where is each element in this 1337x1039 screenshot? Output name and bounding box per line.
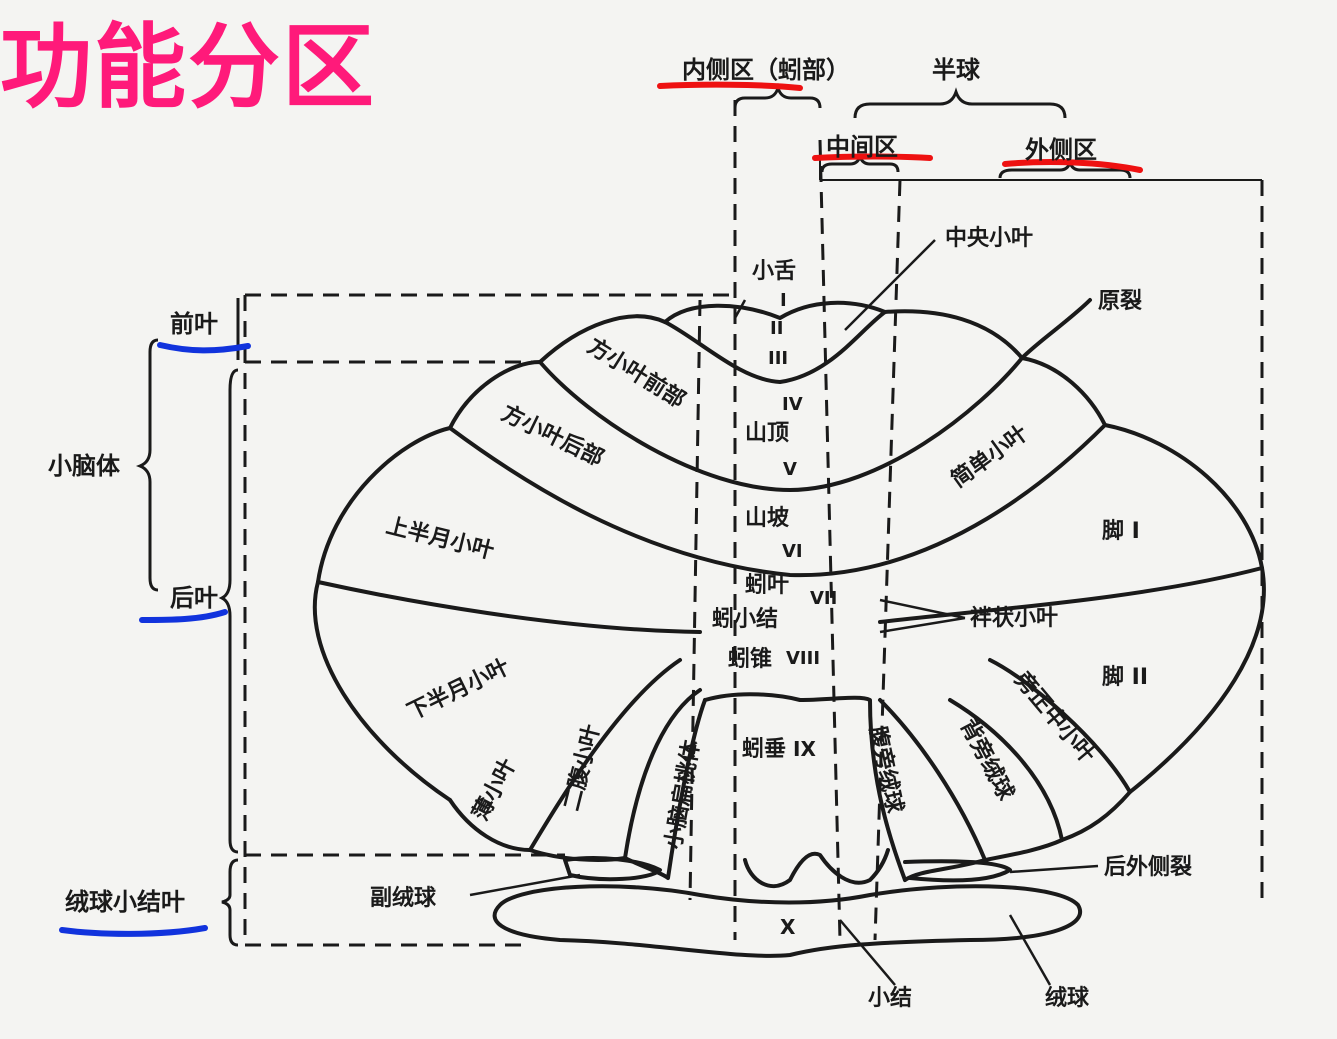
central-lobule-label: 中央小叶	[945, 225, 1033, 251]
vermis-right-divider	[818, 139, 842, 941]
lobule-III-label: III	[768, 348, 788, 369]
cerebellum-body-brace	[135, 338, 159, 592]
lateral-zone-label: 外侧区	[1025, 136, 1097, 164]
leader-lines	[469, 239, 1099, 986]
nodulus-label: 小结	[868, 985, 912, 1011]
uvula-outline	[703, 692, 907, 882]
posterolateral-leader	[1009, 864, 1099, 874]
posterolateral-fissure-label: 后外侧裂	[1104, 854, 1192, 880]
anterior-quadrangular-label: 方小叶前部	[583, 333, 690, 413]
lobule-IV-label: IV	[782, 394, 803, 415]
lingula-label: 小舌	[752, 259, 796, 284]
floc-lobe-blue-underline	[59, 925, 208, 937]
lobule-I-label: I	[780, 290, 787, 311]
vermis-brace	[733, 82, 822, 109]
lobule-VI-label: VI	[782, 541, 803, 562]
ansiform-lobule-label: 袢状小叶	[970, 605, 1058, 631]
flocculonodular-lobe-label: 绒球小结叶	[65, 888, 185, 916]
lobule-VIII-label: VIII	[786, 648, 820, 669]
paramedian-outline	[988, 658, 1132, 842]
tonsil-outline	[623, 698, 707, 880]
medial-zone-label: 内侧区（蚓部）	[682, 56, 850, 84]
posterior-lobe-blue-underline	[139, 609, 228, 623]
inferior-semilunar-outline	[312, 566, 1266, 802]
horizontal-fissure	[316, 566, 1264, 634]
lobule-IX-label: IX	[793, 737, 816, 761]
ventral-paraflocculus-outline	[878, 698, 987, 882]
lateral-zone-red-underline	[1002, 159, 1143, 173]
tonsil-label: 小脑扁桃体	[660, 737, 705, 851]
anterior-lobe-label: 前叶	[170, 310, 218, 338]
ventral-paraflocculus-label: 腹旁绒球	[864, 724, 908, 816]
gracile-outline	[448, 658, 682, 852]
flocculus-leader	[1008, 914, 1052, 986]
medial-zone-red-underline	[657, 81, 803, 91]
simple-lobule-label: 简单小叶	[946, 420, 1032, 493]
crus-II-label: 脚 II	[1102, 665, 1148, 690]
culmen-label: 山顶	[745, 421, 789, 446]
paramedian-label: 旁正中小叶	[1009, 666, 1100, 768]
accessory-flocculus-outline	[563, 856, 662, 882]
braces	[135, 82, 1132, 947]
posterior-lobe-brace	[218, 368, 239, 854]
primary-fissure-label: 原裂	[1098, 289, 1142, 314]
pyramis-label: 蚓锥	[728, 646, 772, 672]
ansiform-leader	[879, 598, 966, 634]
hemisphere-label: 半球	[932, 56, 981, 84]
lingula-notch	[663, 300, 887, 324]
biventral-label: 二腹小叶	[559, 722, 606, 814]
accessory-flocculus-leader	[469, 873, 581, 897]
tuber-label: 蚓小结	[712, 606, 778, 632]
hemisphere-brace	[853, 87, 1067, 119]
quadrangular-lobe-outline	[448, 356, 1107, 492]
lobule-VII-label: VII	[810, 588, 837, 609]
semilunar-upper-outline	[316, 423, 1264, 584]
intermediate-left-divider	[688, 299, 702, 901]
primary-fissure-leader	[1024, 299, 1091, 356]
cerebellum-outline	[312, 298, 1266, 958]
central-lobule-leader	[844, 239, 936, 331]
page-title: 功能分区	[0, 14, 377, 121]
lobule-V-label: V	[783, 459, 797, 480]
intermediate-right-divider	[873, 179, 902, 941]
superior-semilunar-label: 上半月小叶	[384, 514, 497, 565]
cerebellum-body-label: 小脑体	[48, 452, 121, 480]
gracile-label: 薄小叶	[468, 755, 521, 825]
anterior-lobe-blue-underline	[157, 342, 251, 354]
intermediate-zone-red-underline	[812, 153, 933, 161]
nodulus-leader	[839, 919, 896, 986]
biventral-outline	[528, 688, 702, 862]
vermis-I-leader	[733, 299, 747, 319]
uvula-bottom	[743, 848, 890, 888]
nodulus-flocculus-outline	[492, 884, 1082, 958]
dorsal-paraflocculus-outline	[948, 698, 1064, 862]
annotation-underlines	[59, 81, 1143, 937]
uvula-label: 蚓垂	[742, 737, 786, 762]
anterior-lobe-outline	[538, 309, 1024, 384]
floc-lobe-brace	[221, 858, 239, 947]
flocculus-right-outline	[903, 859, 1012, 883]
declive-label: 山坡	[745, 506, 789, 531]
crus-I-label: 脚 I	[1102, 519, 1140, 544]
zone-dividers	[243, 100, 1264, 947]
intermediate-zone-label: 中间区	[826, 133, 898, 161]
flocculus-label: 绒球	[1045, 985, 1090, 1011]
folium-label: 蚓叶	[745, 573, 789, 598]
nodulus-x-label: X	[780, 915, 796, 939]
inferior-semilunar-label: 下半月小叶	[404, 655, 514, 726]
lobule-II-label: II	[770, 318, 783, 339]
posterior-lobe-label: 后叶	[170, 584, 218, 612]
accessory-flocculus-label: 副绒球	[370, 885, 437, 911]
